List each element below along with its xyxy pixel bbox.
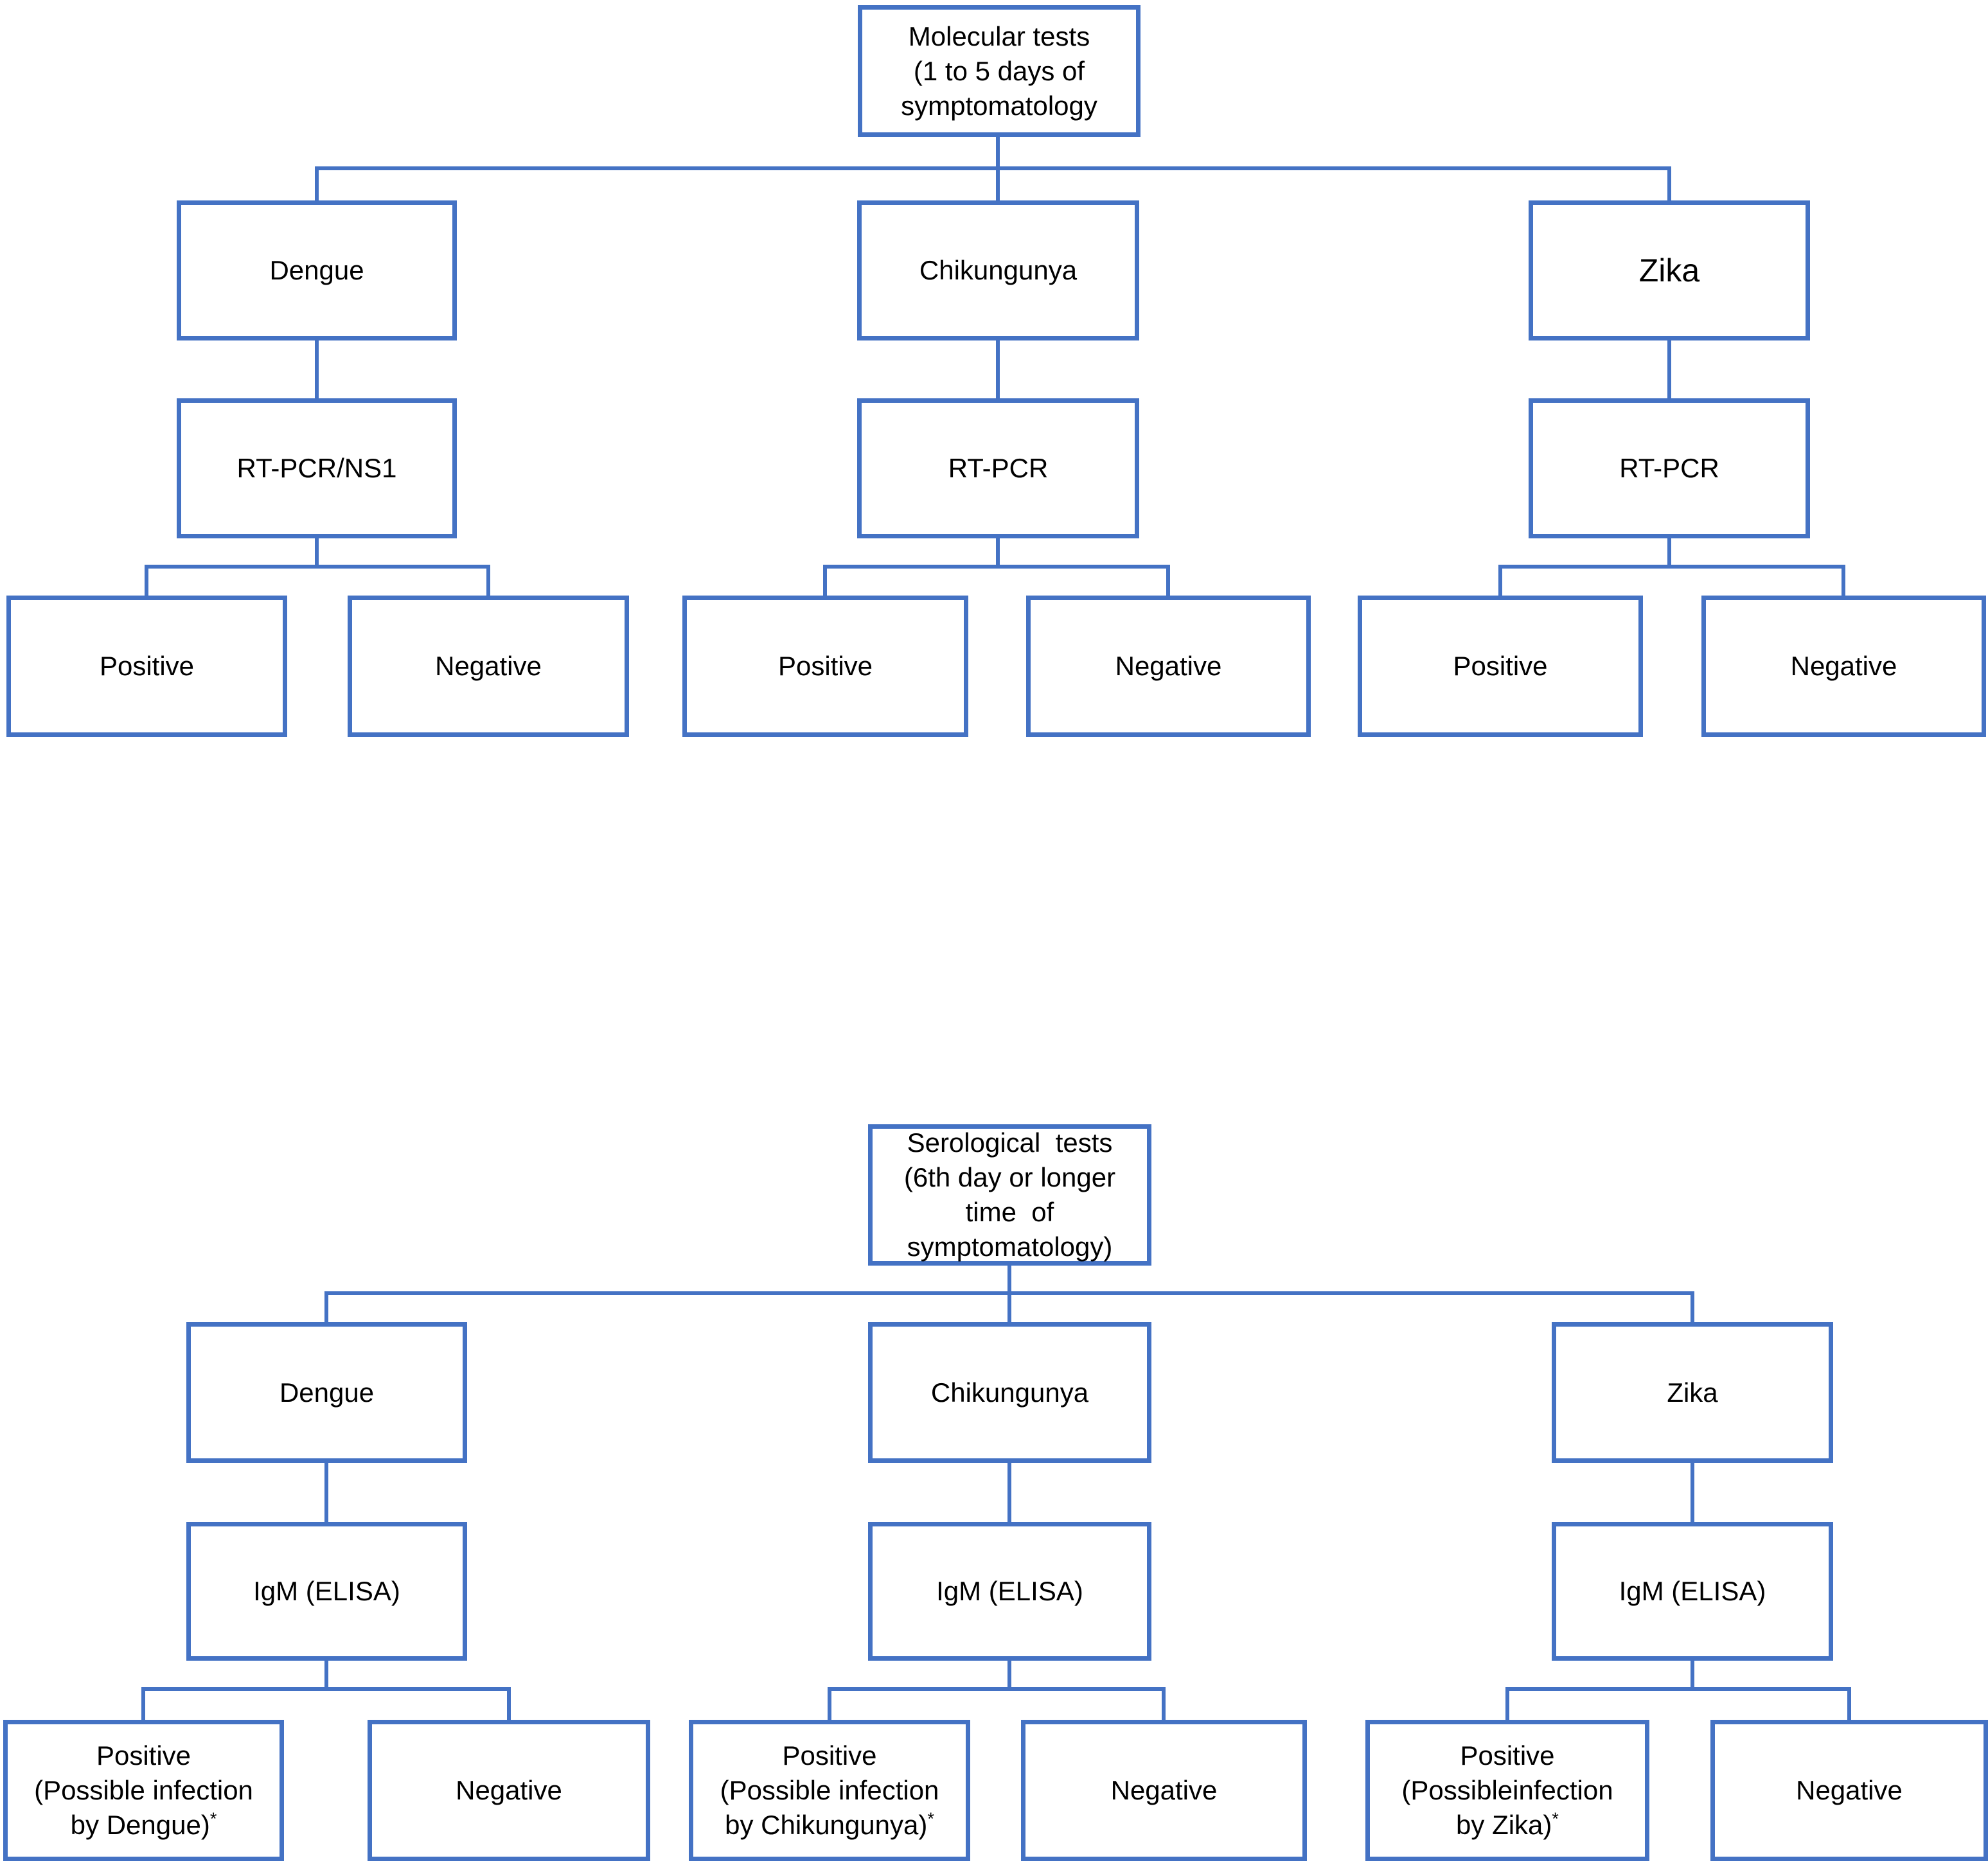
molecular-dengue-box: Dengue [177,200,457,340]
connector-line [1007,1462,1011,1523]
connector-line [324,1659,328,1690]
connector-line [1162,1687,1166,1722]
connector-line [1847,1687,1851,1722]
serological-chikungunya-positive-label: Positive (Possible infection by Chikungu… [711,1738,948,1843]
molecular-chikungunya-label: Chikungunya [919,255,1078,285]
connector-line [996,135,1000,170]
connector-line [141,1687,511,1691]
connector-line [1007,1659,1011,1690]
serological-dengue-label: Dengue [279,1377,375,1408]
serological-chikungunya-negative-box: Negative [1021,1720,1307,1861]
serological-dengue-positive-box: Positive (Possible infection by Dengue)* [3,1720,284,1861]
serological-zika-positive-label: Positive (Possibleinfection by Zika)* [1392,1738,1622,1843]
serological-chikungunya-box: Chikungunya [868,1322,1151,1463]
molecular-dengue-test-label: RT-PCR/NS1 [236,453,397,483]
molecular-zika-test-label: RT-PCR [1619,453,1719,483]
connector-line [141,1687,145,1722]
connector-line [1166,565,1170,597]
connector-line [823,565,827,597]
serological-dengue-test-label: IgM (ELISA) [253,1576,400,1606]
connector-line [507,1687,511,1722]
molecular-chikungunya-negative-label: Negative [1115,651,1222,681]
molecular-dengue-test-box: RT-PCR/NS1 [177,398,457,538]
connector-line [828,1687,1166,1691]
connector-line [1691,1291,1694,1325]
connector-line [315,339,319,400]
serological-chikungunya-negative-label: Negative [1110,1775,1218,1805]
serological-chikungunya-test-label: IgM (ELISA) [936,1576,1083,1606]
molecular-dengue-label: Dengue [269,255,364,285]
connector-line [1007,1291,1011,1325]
molecular-zika-box: Zika [1529,200,1810,340]
serological-zika-test-label: IgM (ELISA) [1619,1576,1766,1606]
serological-dengue-negative-box: Negative [368,1720,650,1861]
connector-line [315,166,1671,170]
connector-line [324,1291,328,1325]
serological-zika-negative-label: Negative [1796,1775,1903,1805]
serological-dengue-positive-text: Positive (Possible infection by Dengue) [34,1740,253,1840]
connector-line [145,565,148,597]
molecular-zika-negative-box: Negative [1701,596,1986,737]
molecular-zika-test-box: RT-PCR [1529,398,1810,538]
connector-line [486,565,490,597]
connector-line [1505,1687,1851,1691]
connector-line [1691,1659,1694,1690]
serological-zika-label: Zika [1667,1377,1718,1408]
serological-root-label: Serological tests (6th day or longer tim… [903,1127,1116,1262]
molecular-chikungunya-box: Chikungunya [857,200,1139,340]
serological-chikungunya-test-box: IgM (ELISA) [868,1522,1151,1661]
connector-line [1667,166,1671,202]
molecular-chikungunya-test-label: RT-PCR [948,453,1049,483]
serological-chikungunya-positive-box: Positive (Possible infection by Chikungu… [689,1720,970,1861]
serological-dengue-test-box: IgM (ELISA) [186,1522,467,1661]
serological-dengue-box: Dengue [186,1322,467,1463]
asterisk-marker: * [927,1809,934,1828]
serological-zika-positive-text: Positive (Possibleinfection by Zika) [1401,1740,1613,1840]
connector-line [1498,565,1845,569]
connector-line [828,1687,831,1722]
molecular-zika-positive-label: Positive [1453,651,1548,681]
connector-line [1691,1462,1694,1523]
asterisk-marker: * [209,1809,217,1828]
connector-line [823,565,1170,569]
connector-line [1505,1687,1509,1722]
connector-line [324,1462,328,1523]
connector-line [996,166,1000,202]
molecular-zika-label: Zika [1638,252,1700,288]
serological-dengue-negative-label: Negative [456,1775,562,1805]
molecular-root-box: Molecular tests (1 to 5 days of symptoma… [858,5,1140,137]
molecular-dengue-negative-label: Negative [435,651,542,681]
molecular-zika-negative-label: Negative [1790,651,1897,681]
molecular-dengue-negative-box: Negative [348,596,629,737]
connector-line [315,166,319,202]
molecular-root-label: Molecular tests (1 to 5 days of symptoma… [901,21,1097,121]
connector-line [996,339,1000,400]
serological-zika-test-box: IgM (ELISA) [1552,1522,1833,1661]
molecular-chikungunya-test-box: RT-PCR [857,398,1139,538]
serological-zika-box: Zika [1552,1322,1833,1463]
molecular-dengue-positive-label: Positive [99,651,195,681]
connector-line [996,538,1000,569]
molecular-chikungunya-negative-box: Negative [1026,596,1311,737]
connector-line [1667,339,1671,400]
asterisk-marker: * [1552,1809,1559,1828]
serological-chikungunya-positive-text: Positive (Possible infection by Chikungu… [720,1740,939,1840]
molecular-dengue-positive-box: Positive [6,596,287,737]
serological-chikungunya-label: Chikungunya [930,1377,1089,1408]
serological-root-box: Serological tests (6th day or longer tim… [868,1124,1151,1266]
connector-line [315,538,319,569]
connector-line [1842,565,1845,597]
connector-line [145,565,490,569]
serological-zika-negative-box: Negative [1710,1720,1988,1861]
molecular-chikungunya-positive-label: Positive [777,651,873,681]
serological-zika-positive-box: Positive (Possibleinfection by Zika)* [1365,1720,1649,1861]
connector-line [1498,565,1502,597]
connector-line [1007,1264,1011,1295]
molecular-chikungunya-positive-box: Positive [682,596,968,737]
connector-line [1667,538,1671,569]
molecular-zika-positive-box: Positive [1358,596,1643,737]
serological-dengue-positive-label: Positive (Possible infection by Dengue)* [25,1738,262,1843]
